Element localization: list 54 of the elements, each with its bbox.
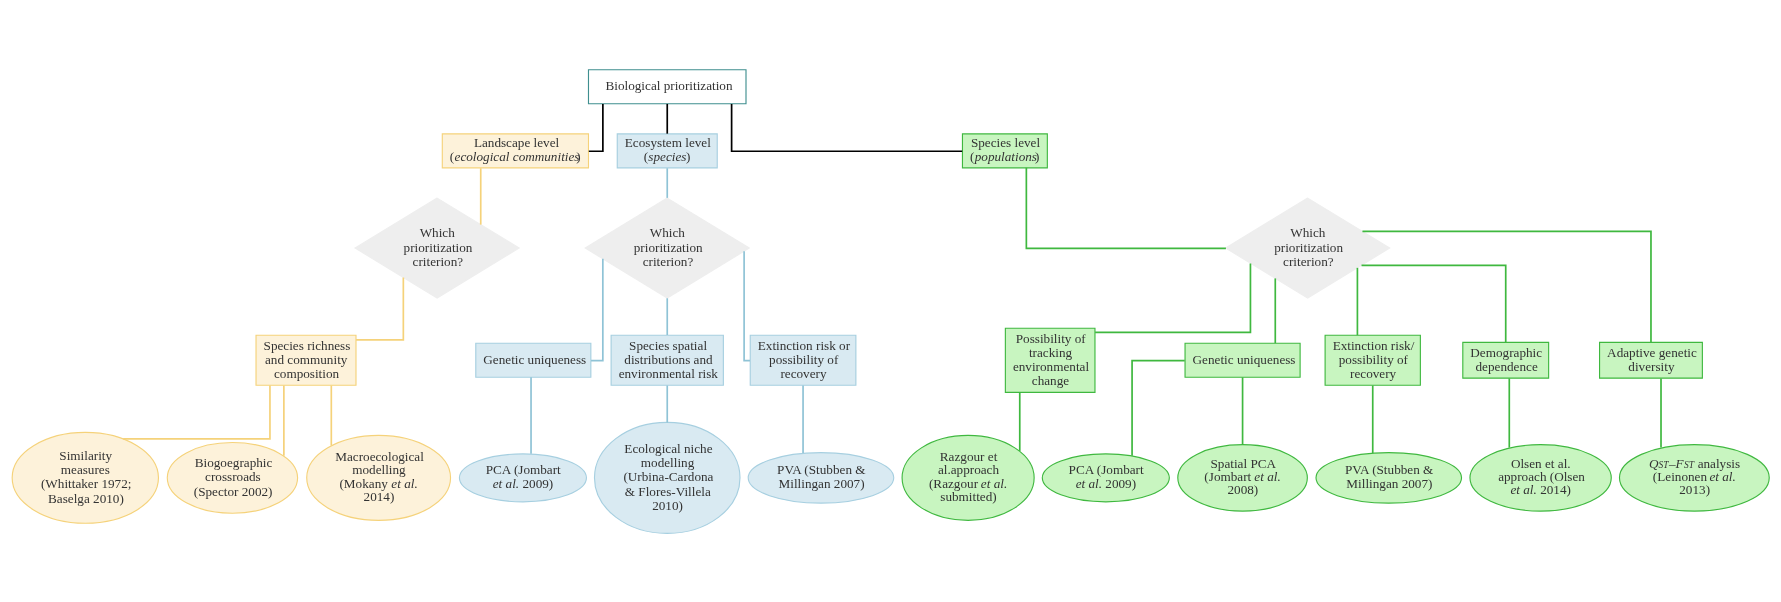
- connector: [1274, 277, 1277, 344]
- connector: [743, 249, 751, 361]
- node-box: Possibility of tracking environmental change: [1004, 327, 1096, 393]
- connector: [1018, 391, 1021, 452]
- connector: [122, 384, 271, 440]
- node-ellipse: Ecological niche modelling (Urbina-Cardona & Flores-Villela 2010): [593, 421, 741, 534]
- connector: [530, 376, 532, 455]
- node-ellipse: PVA (Stubben & Millingan 2007): [1315, 451, 1463, 504]
- node-box: Extinction risk/ possibility of recovery: [1324, 334, 1421, 386]
- connector: [1356, 266, 1359, 336]
- connector: [1361, 230, 1652, 343]
- node-ellipse: Olsen et al. approach (Olsen et al. 2014): [1469, 443, 1612, 512]
- connector: [479, 166, 482, 225]
- node-ellipse: Spatial PCA (Jombart et al. 2008): [1177, 443, 1308, 512]
- node-ellipse: QST–FST analysis (Leinonen et al. 2013): [1618, 443, 1770, 512]
- connector: [1508, 377, 1511, 448]
- connector: [1094, 262, 1252, 333]
- connector: [330, 384, 333, 446]
- connector: [666, 102, 669, 134]
- node-ellipse: Razgour et al.approach (Razgour et al. submitted): [901, 434, 1035, 521]
- node-box: Adaptive genetic diversity: [1599, 341, 1703, 379]
- connector: [1371, 384, 1374, 454]
- connector: [1025, 166, 1227, 249]
- node-box: Demographic dependence: [1462, 341, 1550, 379]
- connector: [590, 257, 604, 361]
- connector: [666, 384, 669, 423]
- node-box: Biological prioritization: [587, 68, 747, 104]
- node-ellipse: PCA (Jombart et al. 2009): [1041, 452, 1170, 502]
- node-box: Ecosystem level (species): [616, 132, 718, 168]
- node-box: Species level (populations): [961, 132, 1048, 168]
- node-ellipse: PCA (Jombart et al. 2009): [458, 452, 588, 502]
- connector: [355, 276, 405, 341]
- node-box: Genetic uniqueness: [1184, 342, 1301, 378]
- connector: [666, 166, 669, 199]
- node-ellipse: Biogoegraphic crossroads (Spector 2002): [166, 441, 299, 514]
- connector: [1131, 359, 1186, 457]
- node-diamond: Which prioritization criterion?: [584, 196, 751, 299]
- connector: [666, 296, 669, 336]
- connector: [1241, 376, 1244, 445]
- node-ellipse: Macroecological modelling (Mokany et al. 2014): [306, 434, 452, 521]
- node-box: Extinction risk or possibility of recovery: [749, 334, 857, 386]
- node-diamond: Which prioritization criterion?: [1224, 196, 1391, 299]
- node-diamond: Which prioritization criterion?: [353, 196, 521, 299]
- connector: [802, 384, 804, 454]
- connector: [730, 102, 964, 152]
- node-box: Species richness and community composition: [255, 334, 357, 386]
- connector: [1660, 377, 1662, 448]
- node-box: Species spatial distributions and environmental risk: [610, 334, 724, 386]
- connector: [1360, 264, 1507, 343]
- node-box: Genetic uniqueness: [475, 342, 592, 378]
- node-ellipse: Similarity measures (Whittaker 1972; Baselga 2010): [11, 431, 160, 524]
- connector: [283, 384, 285, 457]
- connector: [587, 102, 604, 152]
- node-ellipse: PVA (Stubben & Millingan 2007): [747, 451, 895, 504]
